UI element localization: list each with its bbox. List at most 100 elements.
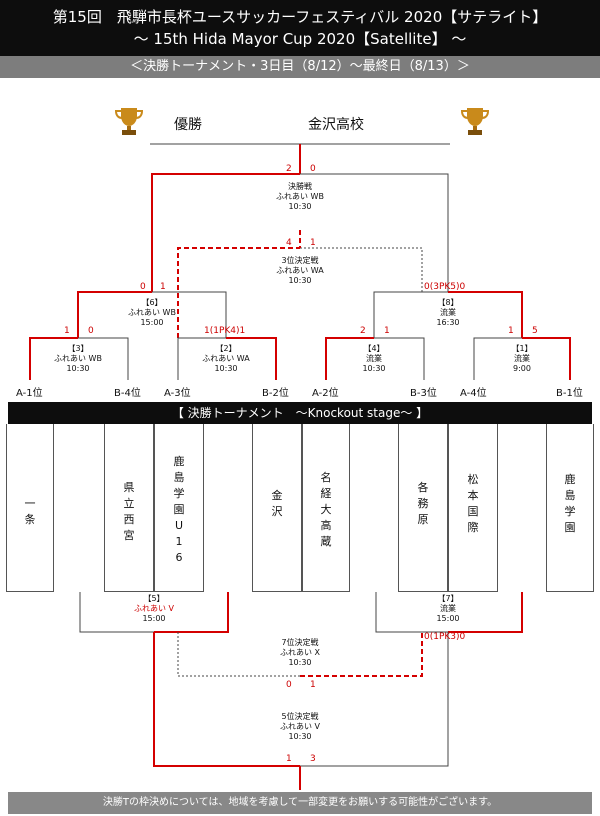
m8-score: 0(3PK5)0 [424,282,466,292]
team-column: 各務原 [398,424,448,592]
team-name-char: 県 [123,481,135,494]
match-venue: 流業 [440,604,456,613]
footer-note: 決勝Tの枠決めについては、地域を考慮して一部変更をお願いする可能性がございます。 [8,792,592,814]
seed-label: B-3位 [410,388,437,399]
team-name: 一条 [7,496,53,528]
third-score-right: 1 [310,238,316,248]
team-name-char: 鹿 [173,455,185,468]
match-venue: ふれあい WB [128,308,176,317]
m6-score-left: 0 [140,282,146,292]
knockout-title: 【 決勝トーナメント ～Knockout stage～ 】 [8,402,592,424]
match-venue: ふれあい V [133,604,174,613]
match-time: 10:30 [288,276,312,285]
team-name: 各務原 [399,480,447,528]
team-name-char: 蔵 [320,535,332,548]
match-time: 10:30 [214,364,238,373]
team-name: 県立西宮 [105,480,153,544]
team-name-char: 鹿 [564,473,576,486]
team-name-char: 学 [173,487,185,500]
match-title: 【1】 [511,344,533,353]
m4-score-left: 2 [360,326,366,336]
match-time: 10:30 [362,364,386,373]
champion-team: 金沢高校 [308,117,364,133]
match-time: 10:30 [66,364,90,373]
seventh-score-left: 0 [286,680,292,690]
team-column: 金沢 [252,424,302,592]
team-name-char: 松 [467,473,479,486]
team-name-char: U [174,519,184,532]
team-name: 名経大高蔵 [303,470,349,550]
fifth-score-right: 3 [310,754,316,764]
final-score-right: 0 [310,164,316,174]
m4-score-right: 1 [384,326,390,336]
seventh-score-right: 1 [310,680,316,690]
team-name-char: 各 [417,481,429,494]
team-name: 松本国際 [449,472,497,536]
match-venue: ふれあい V [279,722,320,731]
team-name: 金沢 [253,488,301,520]
team-name-char: 島 [173,471,185,484]
match-time: 10:30 [288,658,312,667]
team-name-char: 経 [320,487,332,500]
match-time: 10:30 [288,202,312,211]
team-name-char: 本 [467,489,479,502]
match-time: 10:30 [288,732,312,741]
match-venue: ふれあい WB [276,192,324,201]
team-column: 名経大高蔵 [302,424,350,592]
seed-label: A-1位 [16,388,43,399]
team-name: 鹿島学園 [547,472,593,536]
third-score-left: 4 [286,238,292,248]
match-time: 15:00 [436,614,460,623]
team-name-char: 際 [467,521,479,534]
match-venue: 流業 [514,354,530,363]
team-name-char: 学 [564,505,576,518]
m1-score-left: 1 [508,326,514,336]
champion-label: 優勝 [174,117,202,133]
match-title: 【6】 [141,298,163,307]
team-name-char: 原 [417,513,429,526]
match-title: 【4】 [363,344,385,353]
trophy-icon [114,108,144,135]
seed-label: A-2位 [312,388,339,399]
match-title: 【3】 [67,344,89,353]
team-name-char: 名 [320,471,332,484]
m1-score-right: 5 [532,326,538,336]
team-name-char: 宮 [123,529,135,542]
m2-score: 1(1PK4)1 [204,326,246,336]
match-title: 5位決定戦 [281,712,319,721]
match-title: 【8】 [437,298,459,307]
seed-label: B-2位 [262,388,289,399]
trophy-icon [460,108,490,135]
team-name-char: 園 [564,521,576,534]
team-name-char: 金 [271,489,283,502]
header-title: 第15回 飛騨市長杯ユースサッカーフェスティバル 2020【サテライト】 ～ 1… [0,0,600,56]
header-line1: 第15回 飛騨市長杯ユースサッカーフェスティバル 2020【サテライト】 [52,8,548,26]
fifth-score-left: 1 [286,754,292,764]
match-time: 9:00 [513,364,531,373]
team-name-char: 条 [24,513,36,526]
match-title: 【2】 [215,344,237,353]
team-name-char: 1 [175,535,183,548]
match-time: 16:30 [436,318,460,327]
header-line2: ～ 15th Hida Mayor Cup 2020【Satellite】 ～ [133,30,467,48]
match-venue: ふれあい WB [54,354,102,363]
match-venue: 流業 [440,308,456,317]
match-venue: ふれあい WA [276,266,324,275]
team-name-char: 西 [123,513,135,526]
match-title: 決勝戦 [288,182,312,191]
match-venue: ふれあい WA [202,354,250,363]
m6-score-right: 1 [160,282,166,292]
team-name-char: 島 [564,489,576,502]
team-name-char: 務 [417,497,429,510]
